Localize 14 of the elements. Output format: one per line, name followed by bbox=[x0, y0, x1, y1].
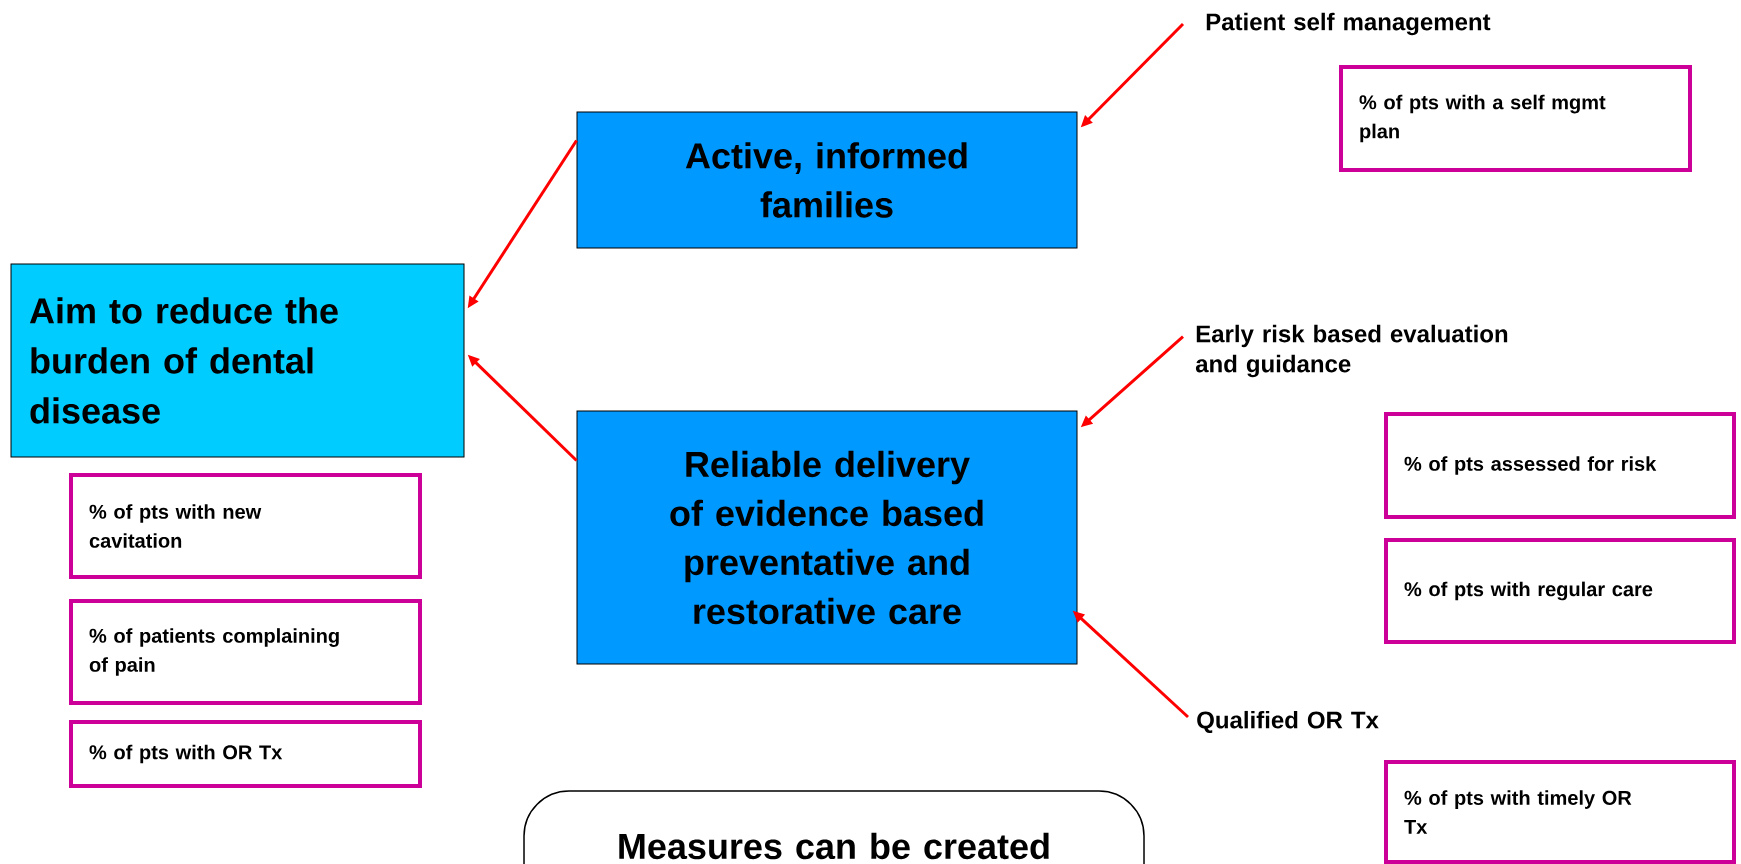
driver-label: Patient self management bbox=[1206, 12, 1491, 36]
driver-label: Early risk based evaluation and guidance bbox=[1195, 324, 1508, 378]
measure-box: % of pts with timely OR Tx bbox=[1384, 760, 1736, 864]
measure-box: % of pts assessed for risk bbox=[1384, 412, 1736, 519]
driver-label: Qualified OR Tx bbox=[1197, 710, 1379, 734]
aim-box: Aim to reduce the burden of dental disease bbox=[10, 263, 465, 458]
driver-box: Active, informed families bbox=[576, 111, 1078, 249]
driver-box: Reliable delivery of evidence based preventative and restorative care bbox=[576, 410, 1078, 665]
measure-box: % of pts with a self mgmt plan bbox=[1339, 65, 1692, 172]
measure-box: % of patients complaining of pain bbox=[69, 599, 422, 705]
measure-box: % of pts with regular care bbox=[1384, 538, 1736, 644]
note-box: Measures can be created bbox=[523, 790, 1145, 864]
measure-box: % of pts with new cavitation bbox=[69, 473, 422, 579]
measure-box: % of pts with OR Tx bbox=[69, 720, 422, 788]
